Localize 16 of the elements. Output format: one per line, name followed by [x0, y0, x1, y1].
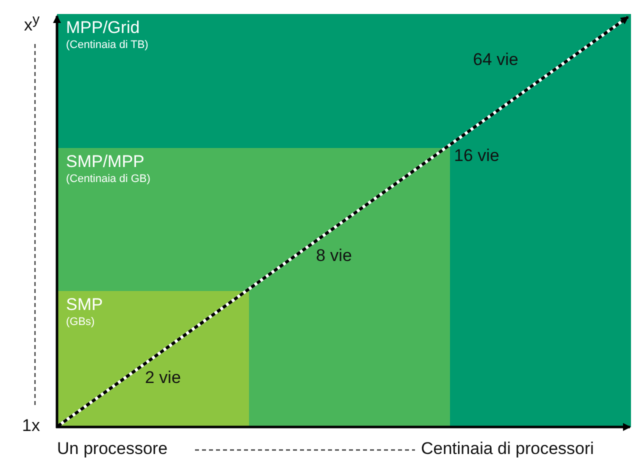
- region-title: SMP/MPP: [66, 152, 144, 172]
- region-title: MPP/Grid: [66, 18, 140, 38]
- series-label: 2 vie: [145, 368, 181, 388]
- region-panel: [57, 291, 249, 427]
- series-label: 16 vie: [454, 146, 500, 166]
- axis-label: Un processore: [57, 439, 168, 459]
- region-title: SMP: [66, 295, 103, 315]
- region-subtitle: (Centinaia di GB): [66, 173, 150, 185]
- region-subtitle: (GBs): [66, 316, 95, 328]
- series-label: 8 vie: [316, 246, 352, 266]
- region-subtitle: (Centinaia di TB): [66, 39, 148, 51]
- region-panel: [57, 148, 450, 427]
- axis-label: x$^{y}$: [24, 12, 40, 36]
- axis-label: 1x: [22, 416, 40, 436]
- axis-label: Centinaia di processori: [421, 439, 594, 459]
- series-label: 64 vie: [473, 50, 518, 70]
